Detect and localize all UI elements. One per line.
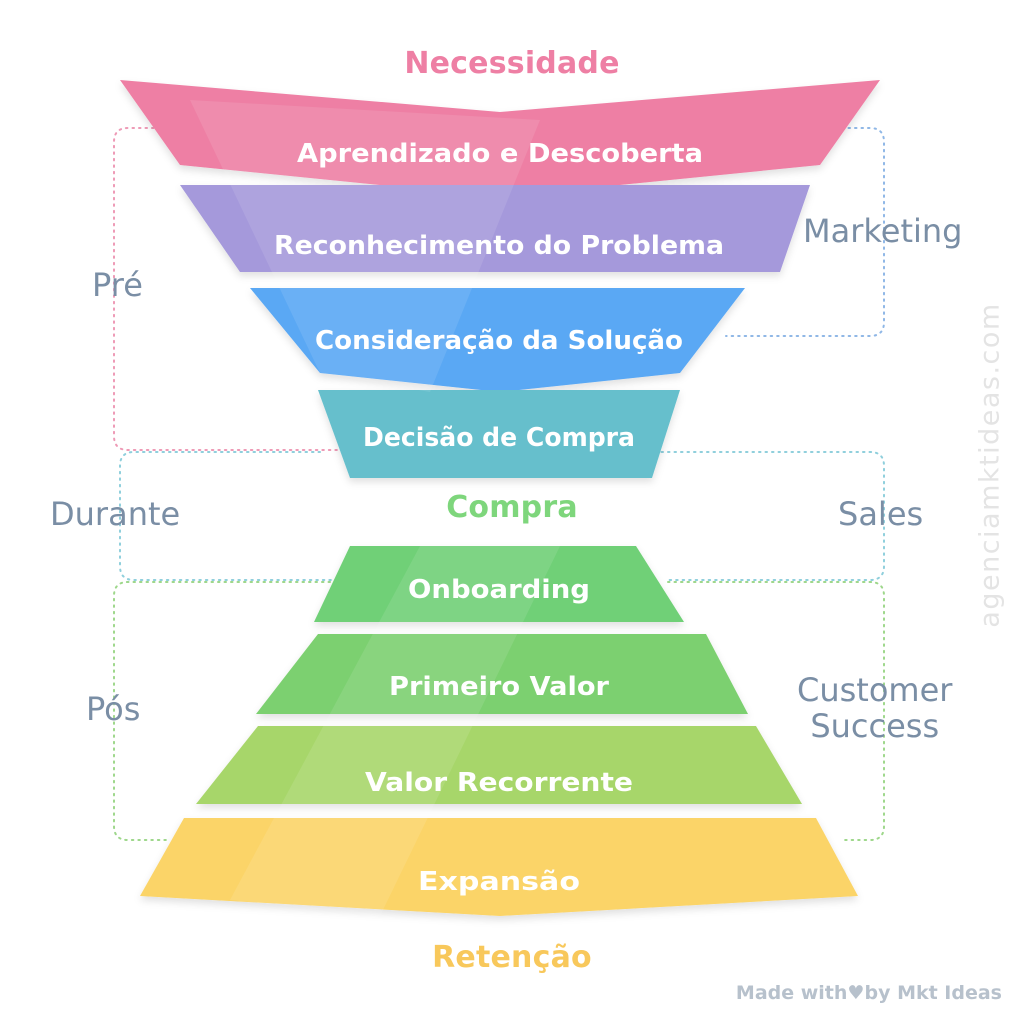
stage-label-onboarding: Onboarding xyxy=(408,575,590,605)
funnel-stages xyxy=(120,80,880,916)
team-cs-line2: Success xyxy=(810,707,940,745)
stage-shape-primeiro-valor xyxy=(256,634,748,714)
watermark-site: agenciamktideas.com xyxy=(974,302,1006,628)
label-retencao: Retenção xyxy=(432,940,592,975)
stage-shape-onboarding xyxy=(314,546,684,622)
stage-label-expansao: Expansão xyxy=(418,867,580,897)
stage-sheen xyxy=(190,100,560,916)
heart-icon: ♥ xyxy=(847,982,865,1004)
credit-made-with: Made with xyxy=(735,982,848,1004)
stage-shape-expansao xyxy=(140,818,858,916)
sheen-bottom xyxy=(230,546,560,916)
stage-label-valor-recorrente: Valor Recorrente xyxy=(365,768,633,798)
label-compra: Compra xyxy=(446,490,578,525)
credit-by: by Mkt Ideas xyxy=(864,982,1002,1004)
credit: Made with♥by Mkt Ideas xyxy=(736,982,1002,1004)
stage-label-aprendizado: Aprendizado e Descoberta xyxy=(297,139,703,169)
bracket-cs-right xyxy=(667,581,885,841)
phase-brackets xyxy=(113,127,885,841)
sheen-top xyxy=(190,100,540,392)
stage-label-decisao: Decisão de Compra xyxy=(363,423,635,453)
team-marketing: Marketing xyxy=(803,212,963,250)
bracket-sales-right xyxy=(654,451,885,581)
stage-shape-reconhecimento xyxy=(180,185,810,272)
bracket-post-left xyxy=(113,581,331,841)
phase-pre: Pré xyxy=(92,266,143,304)
bracket-during-left xyxy=(119,451,333,581)
stage-label-reconhecimento: Reconhecimento do Problema xyxy=(274,231,724,261)
stage-shape-valor-recorrente xyxy=(196,726,802,804)
label-necessidade: Necessidade xyxy=(404,46,620,81)
team-customer-success: Customer Success xyxy=(797,672,952,744)
phase-durante: Durante xyxy=(50,495,181,533)
stage-label-consideracao: Consideração da Solução xyxy=(315,326,683,356)
phase-pos: Pós xyxy=(86,690,141,728)
stage-shape-aprendizado xyxy=(120,80,880,197)
bracket-marketing-right xyxy=(725,127,885,337)
stage-shape-consideracao xyxy=(250,288,745,392)
stage-labels: Aprendizado e Descoberta Reconhecimento … xyxy=(274,139,724,897)
bracket-pre-left xyxy=(113,127,361,451)
stage-label-primeiro-valor: Primeiro Valor xyxy=(389,672,609,702)
team-sales: Sales xyxy=(838,495,924,533)
team-cs-line1: Customer xyxy=(797,671,953,709)
stage-shape-decisao xyxy=(318,390,680,478)
